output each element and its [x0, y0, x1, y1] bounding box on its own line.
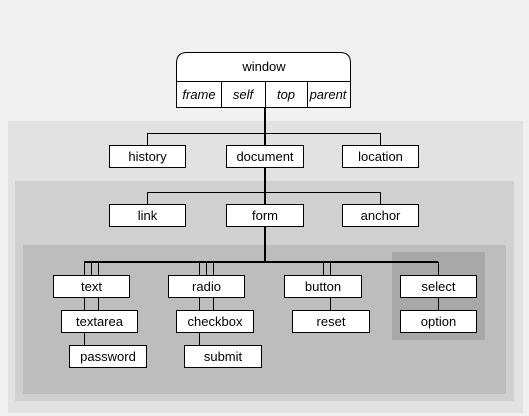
window-node: window frame self top parent — [176, 52, 351, 108]
node-reset: reset — [292, 310, 370, 333]
node-location: location — [342, 145, 419, 168]
node-password: password — [69, 345, 147, 368]
node-reset-label: reset — [317, 314, 346, 329]
node-history-label: history — [128, 149, 167, 164]
node-select-label: select — [422, 279, 456, 294]
node-history: history — [109, 145, 186, 168]
node-textarea-label: textarea — [76, 314, 124, 329]
node-checkbox-label: checkbox — [188, 314, 243, 329]
window-title: window — [241, 59, 286, 74]
node-button-label: button — [305, 279, 341, 294]
node-select: select — [400, 275, 477, 298]
node-document-label: document — [236, 149, 293, 164]
node-checkbox: checkbox — [176, 310, 254, 333]
window-prop-top: top — [277, 87, 295, 102]
node-form: form — [226, 204, 304, 227]
node-location-label: location — [358, 149, 403, 164]
window-prop-frame: frame — [182, 87, 215, 102]
node-link-label: link — [138, 208, 158, 223]
window-prop-parent: parent — [309, 87, 348, 102]
connectors — [84, 107, 439, 345]
node-radio-label: radio — [192, 279, 221, 294]
node-document: document — [226, 145, 304, 168]
node-text-label: text — [81, 279, 102, 294]
node-option-label: option — [421, 314, 456, 329]
node-anchor-label: anchor — [361, 208, 401, 223]
node-submit: submit — [184, 345, 262, 368]
node-option: option — [400, 310, 477, 333]
node-text: text — [53, 275, 130, 298]
node-password-label: password — [80, 349, 136, 364]
node-form-label: form — [252, 208, 278, 223]
node-link: link — [109, 204, 186, 227]
window-prop-self: self — [233, 87, 255, 102]
node-button: button — [284, 275, 362, 298]
node-anchor: anchor — [342, 204, 419, 227]
node-textarea: textarea — [61, 310, 138, 333]
node-radio: radio — [168, 275, 245, 298]
node-submit-label: submit — [204, 349, 243, 364]
